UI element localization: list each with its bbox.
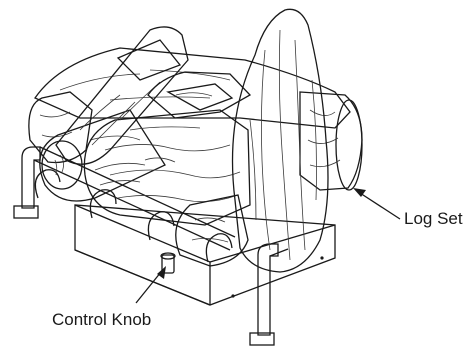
log-set-callout: Log Set bbox=[353, 188, 463, 228]
burner-box bbox=[75, 205, 335, 305]
log-set-label: Log Set bbox=[404, 209, 463, 228]
control-knob-label: Control Knob bbox=[52, 310, 151, 329]
center-top-log bbox=[148, 72, 250, 118]
right-back-log bbox=[300, 92, 362, 190]
control-knob-callout: Control Knob bbox=[52, 266, 166, 329]
